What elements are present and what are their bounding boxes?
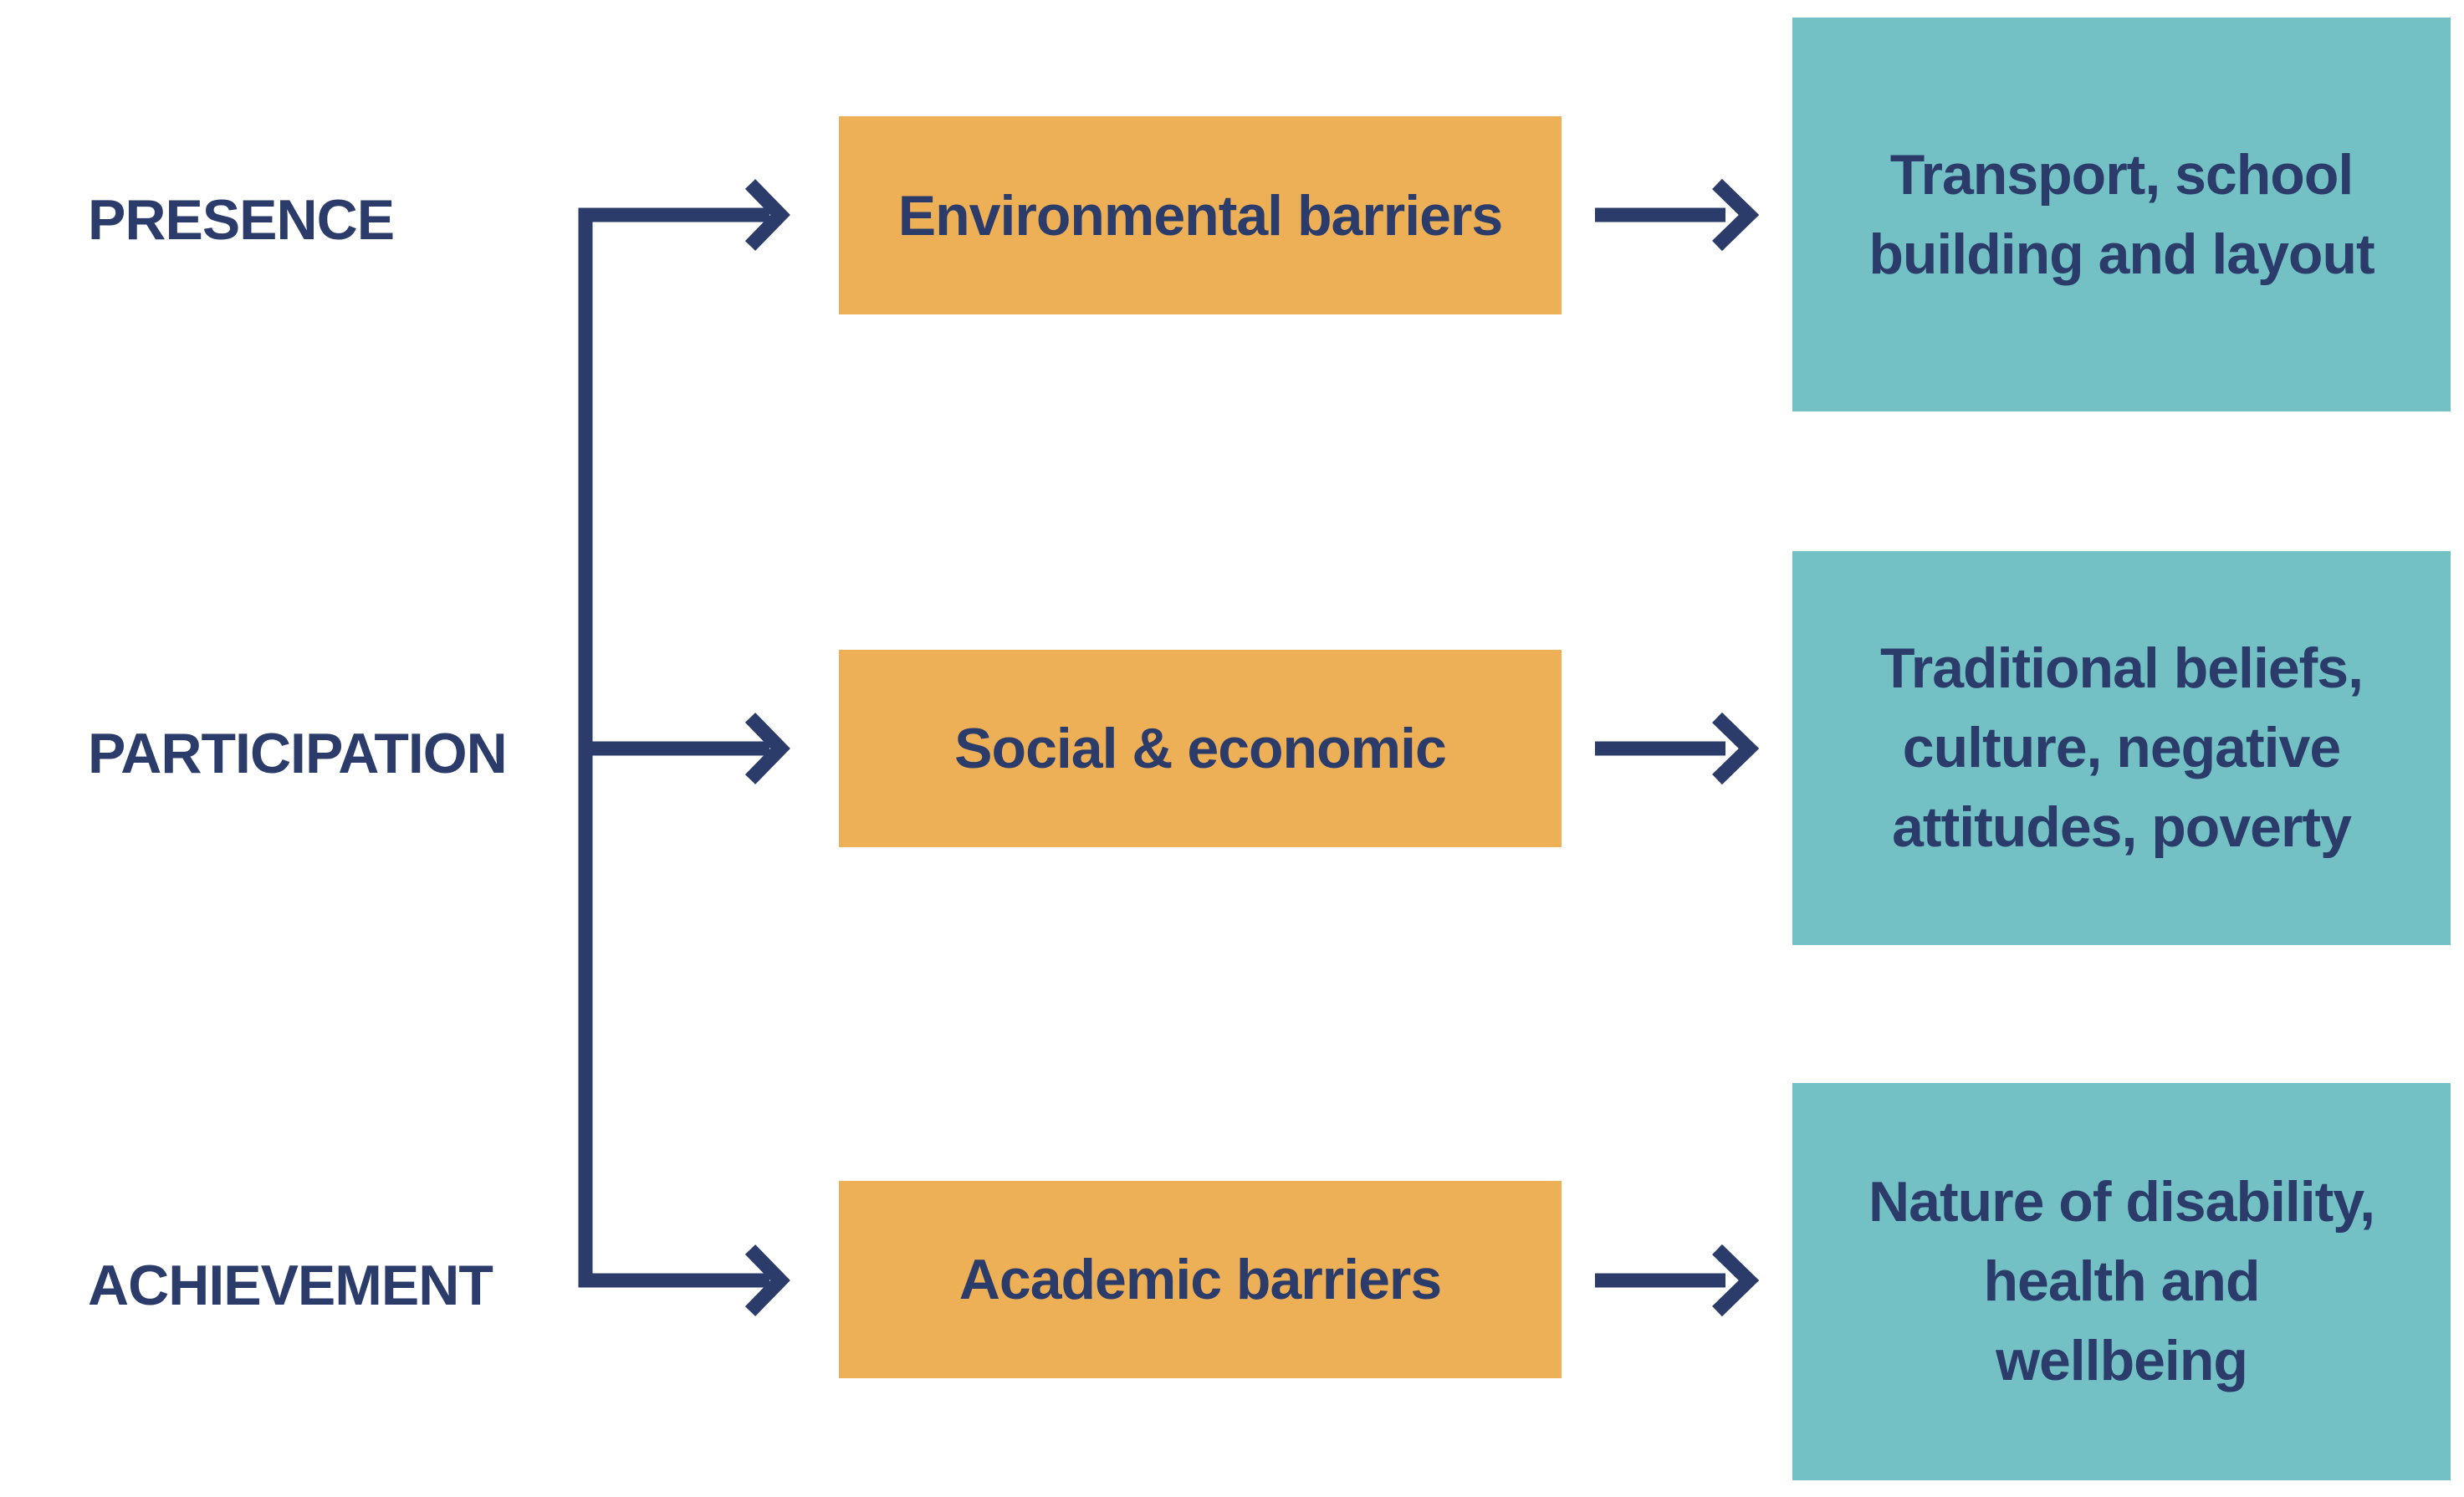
outcome-box-transport-building: Transport, school building and layout [1792, 18, 2451, 411]
outcome-box-disability-health: Nature of disability, health and wellbei… [1792, 1083, 2451, 1480]
arrowhead-participation-icon [744, 713, 790, 784]
stage-label-participation: PARTICIPATION [88, 722, 508, 785]
connector-spine [578, 207, 769, 1288]
stage-label-presence: PRESENCE [88, 188, 395, 252]
outcome-box-beliefs-culture: Traditional beliefs, culture, negative a… [1792, 551, 2451, 945]
arrowhead-social-icon [1712, 712, 1760, 785]
arrowhead-academic-icon [1712, 1244, 1760, 1317]
arrowhead-environmental-icon [1712, 178, 1760, 252]
stage-label-achievement: ACHIEVEMENT [88, 1254, 493, 1317]
arrowhead-presence-icon [744, 179, 790, 251]
arrowhead-achievement-icon [744, 1244, 790, 1316]
barrier-box-social-economic: Social & economic [839, 650, 1562, 847]
barrier-box-academic: Academic barriers [839, 1181, 1562, 1378]
barrier-box-environmental: Environmental barriers [839, 116, 1562, 314]
